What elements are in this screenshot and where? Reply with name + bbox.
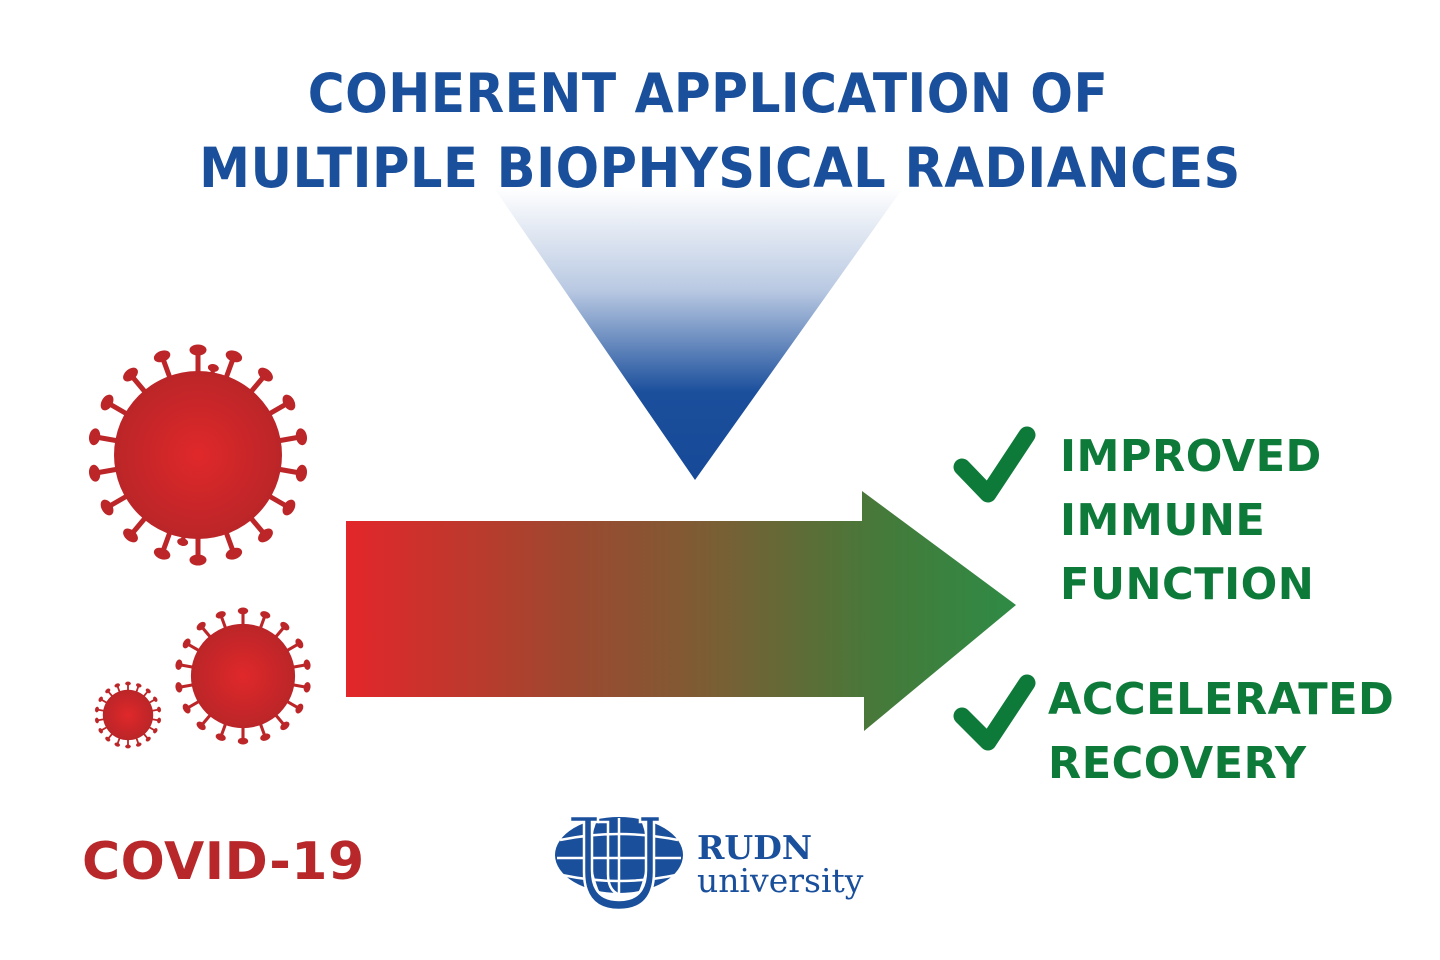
- benefit-line: RECOVERY: [1048, 738, 1307, 789]
- progress-arrow: [346, 491, 1016, 731]
- benefit-improved-immune-function: IMPROVED IMMUNE FUNCTION: [1060, 425, 1322, 617]
- checkmark-icon: [953, 674, 1036, 751]
- radiance-triangle: [494, 188, 903, 480]
- rudn-logo-icon: [555, 814, 683, 912]
- virus-icon-medium: [175, 607, 311, 745]
- benefit-line: FUNCTION: [1060, 559, 1315, 610]
- benefit-line: ACCELERATED: [1048, 674, 1395, 725]
- benefit-line: IMPROVED: [1060, 431, 1322, 482]
- title-line-1: COHERENT APPLICATION OF: [307, 62, 1109, 125]
- logo-name: RUDN: [697, 828, 812, 867]
- title-line-2: MULTIPLE BIOPHYSICAL RADIANCES: [199, 136, 1241, 200]
- virus-icon-small: [94, 681, 162, 749]
- covid-label: COVID-19: [82, 832, 365, 892]
- checkmark-icon: [953, 426, 1036, 503]
- benefit-line: IMMUNE: [1060, 495, 1266, 546]
- benefit-accelerated-recovery: ACCELERATED RECOVERY: [1048, 668, 1394, 796]
- virus-icon-large: [88, 344, 308, 566]
- logo-subtitle: university: [697, 861, 864, 900]
